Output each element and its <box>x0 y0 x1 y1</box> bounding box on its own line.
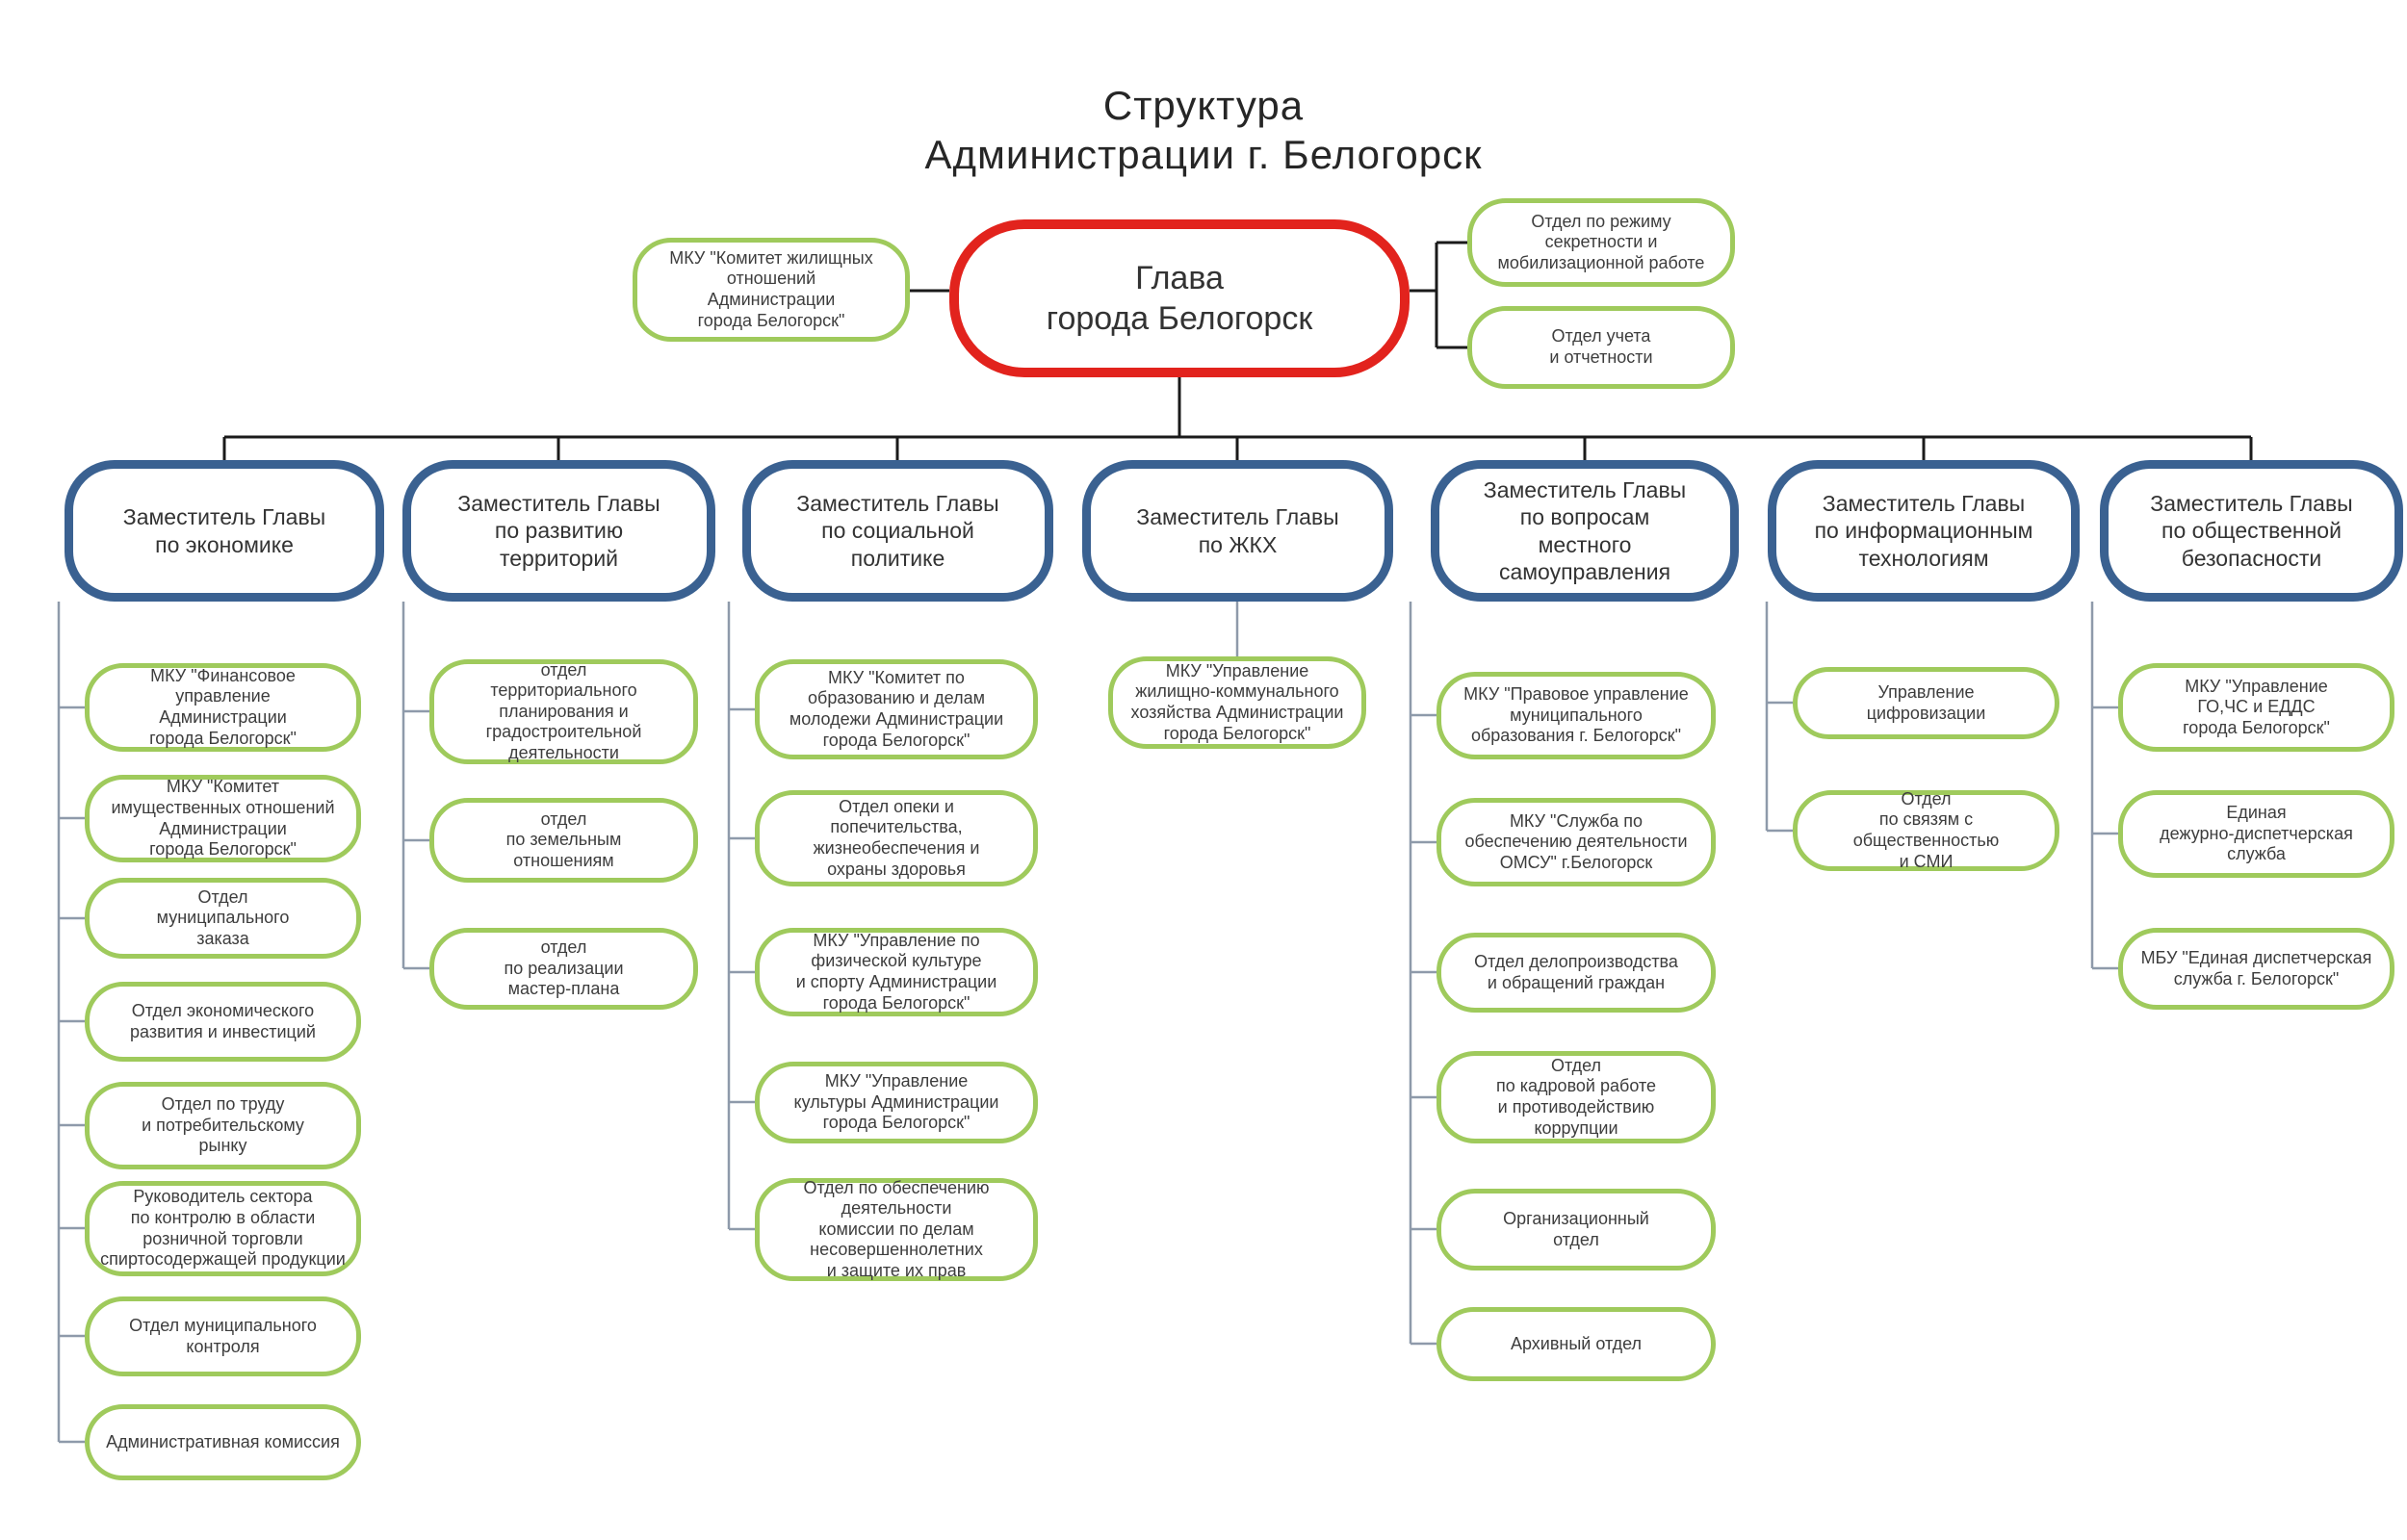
node-label: отдел по реализации мастер-плана <box>504 937 624 999</box>
node-label: Административная комиссия <box>106 1431 340 1451</box>
node-label: Руководитель сектора по контролю в облас… <box>100 1187 346 1270</box>
deputy-box-economy: Заместитель Главы по экономике <box>65 460 384 602</box>
dept-box: Отдел по труду и потребительскому рынку <box>85 1082 361 1169</box>
node-label: Отдел по кадровой работе и противодейств… <box>1496 1055 1656 1138</box>
node-label: Отдел по труду и потребительскому рынку <box>142 1094 304 1156</box>
dept-box: Отдел по кадровой работе и противодейств… <box>1436 1051 1716 1143</box>
node-label: Заместитель Главы по социальной политике <box>796 491 999 571</box>
node-label: Отдел по связям с общественностью и СМИ <box>1852 788 2000 871</box>
box-accounting-dept: Отдел учета и отчетности <box>1467 306 1735 389</box>
dept-box: Единая дежурно-диспетчерская служба <box>2118 790 2394 878</box>
dept-box: МБУ "Единая диспетчерская служба г. Бело… <box>2118 928 2394 1010</box>
node-label: Отдел экономического развития и инвестиц… <box>130 1000 316 1041</box>
box-housing-relations-committee: МКУ "Комитет жилищных отношений Админист… <box>633 238 910 342</box>
dept-box: МКУ "Управление культуры Администрации г… <box>755 1062 1038 1143</box>
dept-box: отдел по земельным отношениям <box>429 798 698 883</box>
node-label: МБУ "Единая диспетчерская служба г. Бело… <box>2140 947 2372 988</box>
dept-box: МКУ "Управление по физической культуре и… <box>755 928 1038 1016</box>
dept-box: Административная комиссия <box>85 1404 361 1480</box>
dept-box: МКУ "Управление жилищно-коммунального хо… <box>1108 656 1366 749</box>
node-label: Заместитель Главы по вопросам местного с… <box>1483 477 1687 584</box>
dept-box: МКУ "Комитет по образованию и делам моло… <box>755 659 1038 759</box>
node-label: отдел по земельным отношениям <box>505 808 622 870</box>
deputy-box-territory-development: Заместитель Главы по развитию территорий <box>402 460 715 602</box>
dept-box: МКУ "Финансовое управление Администрации… <box>85 663 361 752</box>
node-label: Отдел учета и отчетности <box>1549 326 1653 367</box>
node-label: Отдел муниципального контроля <box>129 1315 317 1356</box>
node-label: Заместитель Главы по общественной безопа… <box>2150 491 2353 571</box>
dept-box: Управление цифровизации <box>1793 667 2059 739</box>
dept-box: Отдел по обеспечению деятельности комисс… <box>755 1178 1038 1281</box>
node-label: МКУ "Служба по обеспечению деятельности … <box>1464 810 1688 872</box>
head-label: Глава города Белогорск <box>1046 259 1313 338</box>
dept-box: МКУ "Комитет имущественных отношений Адм… <box>85 775 361 862</box>
deputy-box-local-self-government: Заместитель Главы по вопросам местного с… <box>1431 460 1739 602</box>
node-label: МКУ "Управление ГО,ЧС и ЕДДС города Бело… <box>2183 676 2330 737</box>
node-label: МКУ "Правовое управление муниципального … <box>1463 684 1689 746</box>
dept-box: Отдел делопроизводства и обращений гражд… <box>1436 933 1716 1013</box>
dept-box: отдел территориального планирования и гр… <box>429 659 698 764</box>
node-label: Отдел опеки и попечительства, жизнеобесп… <box>813 796 980 879</box>
deputy-box-information-technology: Заместитель Главы по информационным техн… <box>1768 460 2080 602</box>
node-label: Отдел по обеспечению деятельности комисс… <box>803 1177 990 1280</box>
dept-box: Отдел муниципального заказа <box>85 878 361 959</box>
node-label: Архивный отдел <box>1510 1333 1643 1353</box>
node-label: МКУ "Управление жилищно-коммунального хо… <box>1130 660 1344 743</box>
head-box: Глава города Белогорск <box>949 219 1410 377</box>
node-label: Заместитель Главы по экономике <box>122 504 326 557</box>
page-title: Структура Администрации г. Белогорск <box>924 83 1483 178</box>
box-secrecy-mobilization-dept: Отдел по режиму секретности и мобилизаци… <box>1467 198 1735 287</box>
deputy-box-public-safety: Заместитель Главы по общественной безопа… <box>2100 460 2403 602</box>
column-connectors <box>57 602 2118 1444</box>
node-label: Заместитель Главы по ЖКХ <box>1136 504 1339 557</box>
dept-box: МКУ "Правовое управление муниципального … <box>1436 672 1716 759</box>
dept-box: Отдел по связям с общественностью и СМИ <box>1793 788 2059 871</box>
node-label: Заместитель Главы по информационным техн… <box>1814 491 2033 571</box>
node-label: Заместитель Главы по развитию территорий <box>457 491 660 571</box>
node-label: МКУ "Комитет по образованию и делам моло… <box>789 667 1004 750</box>
dept-box: МКУ "Управление ГО,ЧС и ЕДДС города Бело… <box>2118 663 2394 752</box>
dept-box: МКУ "Служба по обеспечению деятельности … <box>1436 798 1716 886</box>
dept-box: Архивный отдел <box>1436 1307 1716 1381</box>
node-label: Отдел муниципального заказа <box>156 886 290 948</box>
dept-box: Организационный отдел <box>1436 1189 1716 1270</box>
dept-box: Руководитель сектора по контролю в облас… <box>85 1181 361 1276</box>
node-label: МКУ "Управление культуры Администрации г… <box>793 1071 999 1133</box>
node-label: Управление цифровизации <box>1866 681 1986 723</box>
dept-box: отдел по реализации мастер-плана <box>429 928 698 1010</box>
node-label: отдел территориального планирования и гр… <box>485 659 642 762</box>
dept-box: Отдел опеки и попечительства, жизнеобесп… <box>755 790 1038 886</box>
top-connectors <box>222 241 2253 460</box>
node-label: Организационный отдел <box>1503 1208 1649 1249</box>
deputy-box-social-policy: Заместитель Главы по социальной политике <box>742 460 1053 602</box>
dept-box: Отдел муниципального контроля <box>85 1296 361 1376</box>
node-label: МКУ "Управление по физической культуре и… <box>795 930 997 1013</box>
dept-box: Отдел экономического развития и инвестиц… <box>85 982 361 1062</box>
node-label: МКУ "Комитет жилищных отношений Админист… <box>669 247 873 330</box>
deputy-box-housing-utilities: Заместитель Главы по ЖКХ <box>1082 460 1393 602</box>
node-label: Отдел делопроизводства и обращений гражд… <box>1474 951 1678 992</box>
node-label: МКУ "Комитет имущественных отношений Адм… <box>111 777 335 860</box>
node-label: МКУ "Финансовое управление Администрации… <box>149 665 297 748</box>
node-label: Отдел по режиму секретности и мобилизаци… <box>1497 211 1705 272</box>
node-label: Единая дежурно-диспетчерская служба <box>2160 803 2353 864</box>
